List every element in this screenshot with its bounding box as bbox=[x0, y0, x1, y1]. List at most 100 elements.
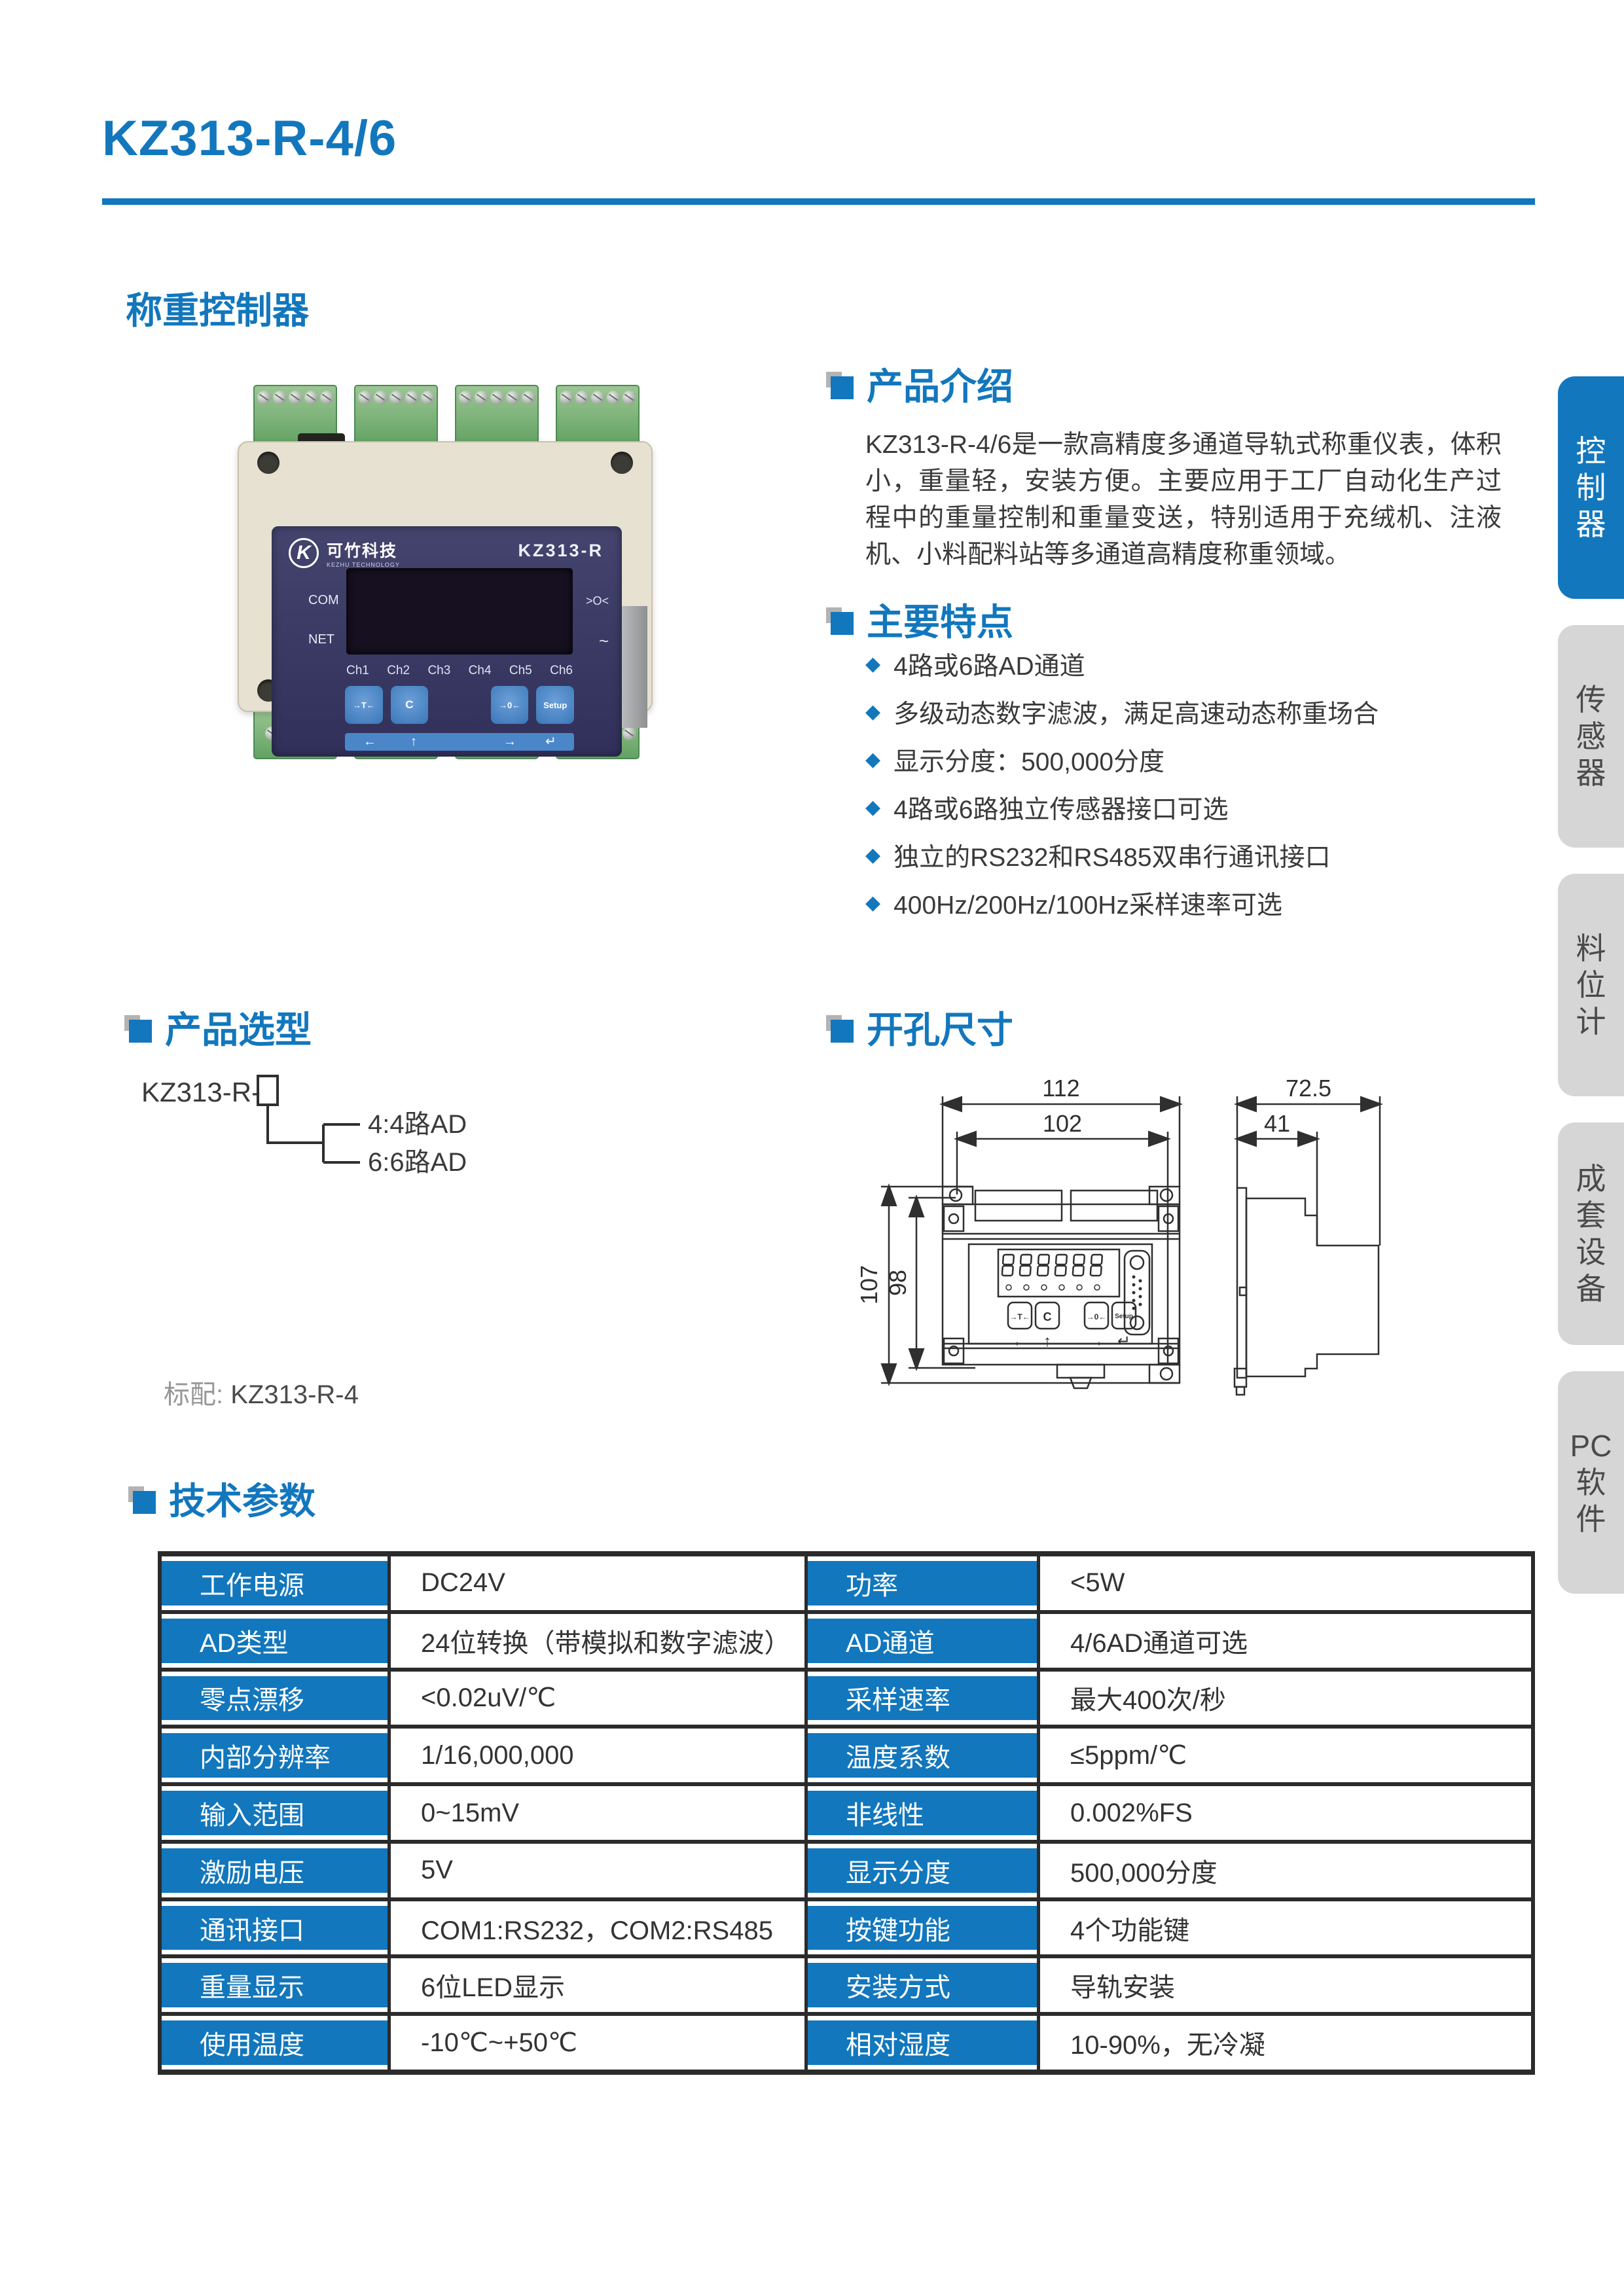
spec-param-cell: AD通道 bbox=[808, 1613, 1037, 1668]
arrow-glyph: ↑ bbox=[410, 734, 417, 749]
spec-value-cell: 导轨安装 bbox=[1040, 1958, 1531, 2013]
drawing-up-arrow: ↑ bbox=[1043, 1333, 1051, 1350]
tab-text-line: 成 bbox=[1576, 1162, 1606, 1196]
spec-param-cell: 显示分度 bbox=[808, 1843, 1037, 1897]
product-photo: K 可竹科技 KEZHU TECHNOLOGY KZ313-R COM NET … bbox=[232, 385, 658, 764]
screw-icon bbox=[474, 391, 488, 404]
dim-112: 112 bbox=[1042, 1077, 1079, 1102]
channel-label: Ch1 bbox=[346, 664, 369, 677]
tab-text-line: 感 bbox=[1576, 719, 1606, 753]
spec-value-cell: <0.02uV/℃ bbox=[391, 1671, 804, 1725]
spec-param-cell: 按键功能 bbox=[808, 1901, 1037, 1955]
drawing-tare-button-label: →T← bbox=[1009, 1312, 1030, 1321]
tab-text-line: 计 bbox=[1576, 1005, 1606, 1039]
device-body: K 可竹科技 KEZHU TECHNOLOGY KZ313-R COM NET … bbox=[238, 441, 653, 757]
spec-value-cell: <5W bbox=[1040, 1556, 1531, 1610]
heading-bullet-icon bbox=[124, 1011, 157, 1045]
brand-name: 可竹科技 bbox=[327, 542, 398, 560]
screw-icon bbox=[272, 391, 287, 404]
front-panel: K 可竹科技 KEZHU TECHNOLOGY KZ313-R COM NET … bbox=[272, 526, 622, 757]
spec-param-cell: AD类型 bbox=[162, 1613, 388, 1668]
net-indicator-label: NET bbox=[308, 632, 334, 647]
drawing-left-arrow: ← bbox=[1012, 1333, 1028, 1350]
sidebar-tab-level-meter[interactable]: 料位计 bbox=[1558, 874, 1624, 1096]
feature-text: 400Hz/200Hz/100Hz采样速率可选 bbox=[893, 891, 1282, 920]
spec-param-cell: 使用温度 bbox=[162, 2016, 388, 2070]
heading-bullet-icon bbox=[128, 1482, 161, 1516]
screw-icon bbox=[357, 391, 372, 404]
standard-config-value: KZ313-R-4 bbox=[230, 1380, 359, 1409]
section-title: 产品介绍 bbox=[867, 366, 1013, 407]
section-heading-features: 主要特点 bbox=[826, 603, 1013, 641]
spec-value-cell: 4/6AD通道可选 bbox=[1040, 1613, 1531, 1668]
arrow-glyph: ↵ bbox=[545, 734, 556, 749]
section-heading-intro: 产品介绍 bbox=[826, 368, 1013, 406]
feature-item: ◆显示分度：500,000分度 bbox=[865, 745, 1520, 776]
diamond-bullet-icon: ◆ bbox=[865, 701, 881, 723]
screw-icon bbox=[420, 391, 435, 404]
tab-text-line: 器 bbox=[1576, 507, 1606, 541]
feature-item: ◆独立的RS232和RS485双串行通讯接口 bbox=[865, 840, 1520, 872]
spec-param-cell: 内部分辨率 bbox=[162, 1729, 388, 1783]
zero-band-symbol: >O< bbox=[585, 594, 609, 607]
section-heading-selection: 产品选型 bbox=[124, 1011, 312, 1049]
dim-72-5: 72.5 bbox=[1286, 1077, 1331, 1102]
tab-text-line: 传 bbox=[1576, 683, 1606, 717]
spec-value-cell: 24位转换（带模拟和数字滤波） bbox=[391, 1613, 804, 1668]
heading-bullet-icon bbox=[826, 603, 859, 637]
terminal-block bbox=[455, 385, 539, 445]
com-indicator-label: COM bbox=[308, 593, 339, 607]
standard-config-label: 标配: bbox=[164, 1380, 231, 1409]
title-divider bbox=[102, 198, 1535, 205]
spec-value-cell: 500,000分度 bbox=[1040, 1843, 1531, 1897]
spec-param-cell: 零点漂移 bbox=[162, 1671, 388, 1725]
tab-text-line: 位 bbox=[1576, 968, 1606, 1002]
sidebar-tab-controller[interactable]: 控制器 bbox=[1558, 376, 1624, 599]
section-title: 产品选型 bbox=[165, 1009, 312, 1050]
diamond-bullet-icon: ◆ bbox=[865, 797, 881, 818]
product-category-title: 称重控制器 bbox=[126, 290, 309, 331]
sidebar-tab-complete-equipment[interactable]: 成套设备 bbox=[1558, 1122, 1624, 1345]
heading-bullet-icon bbox=[826, 1011, 859, 1045]
diamond-bullet-icon: ◆ bbox=[865, 892, 881, 914]
channel-label: Ch4 bbox=[468, 664, 492, 677]
heading-bullet-icon bbox=[826, 368, 859, 402]
spec-value-cell: 5V bbox=[391, 1843, 804, 1897]
screw-icon bbox=[458, 391, 473, 404]
screw-icon bbox=[559, 391, 573, 404]
diamond-bullet-icon: ◆ bbox=[865, 749, 881, 770]
tab-text-line: 控 bbox=[1576, 434, 1606, 468]
spec-value-cell: -10℃~+50℃ bbox=[391, 2016, 804, 2070]
terminal-block bbox=[556, 385, 640, 445]
section-heading-specs: 技术参数 bbox=[128, 1482, 316, 1520]
feature-item: ◆ 多级动态数字滤波，满足高速动态称重场合 bbox=[865, 697, 1520, 728]
spec-value-cell: 4个功能键 bbox=[1040, 1901, 1531, 1955]
device-button-tare: →T← bbox=[345, 686, 383, 724]
tab-text-line: 器 bbox=[1576, 756, 1606, 790]
spec-value-cell: 6位LED显示 bbox=[391, 1958, 804, 2013]
model-suffix-box bbox=[257, 1075, 279, 1106]
feature-text: 4路或6路独立传感器接口可选 bbox=[893, 796, 1229, 824]
feature-text: 多级动态数字滤波，满足高速动态称重场合 bbox=[893, 700, 1379, 728]
drawing-right-arrow: → bbox=[1089, 1333, 1104, 1350]
device-button-zero: →0← bbox=[490, 686, 529, 724]
screw-icon bbox=[622, 391, 636, 404]
section-title: 主要特点 bbox=[867, 601, 1013, 643]
section-heading-dimensions: 开孔尺寸 bbox=[826, 1011, 1013, 1049]
spec-param-cell: 功率 bbox=[808, 1556, 1037, 1610]
screw-icon bbox=[606, 391, 621, 404]
sidebar-tab-sensor[interactable]: 传感器 bbox=[1558, 625, 1624, 848]
features-list: ◆4路或6路AD通道◆多级动态数字滤波，满足高速动态称重场合◆显示分度：500,… bbox=[865, 649, 1520, 936]
drawing-setup-button-label: Setup bbox=[1115, 1313, 1133, 1320]
tab-text-line: 件 bbox=[1576, 1502, 1606, 1536]
screw-icon bbox=[405, 391, 419, 404]
